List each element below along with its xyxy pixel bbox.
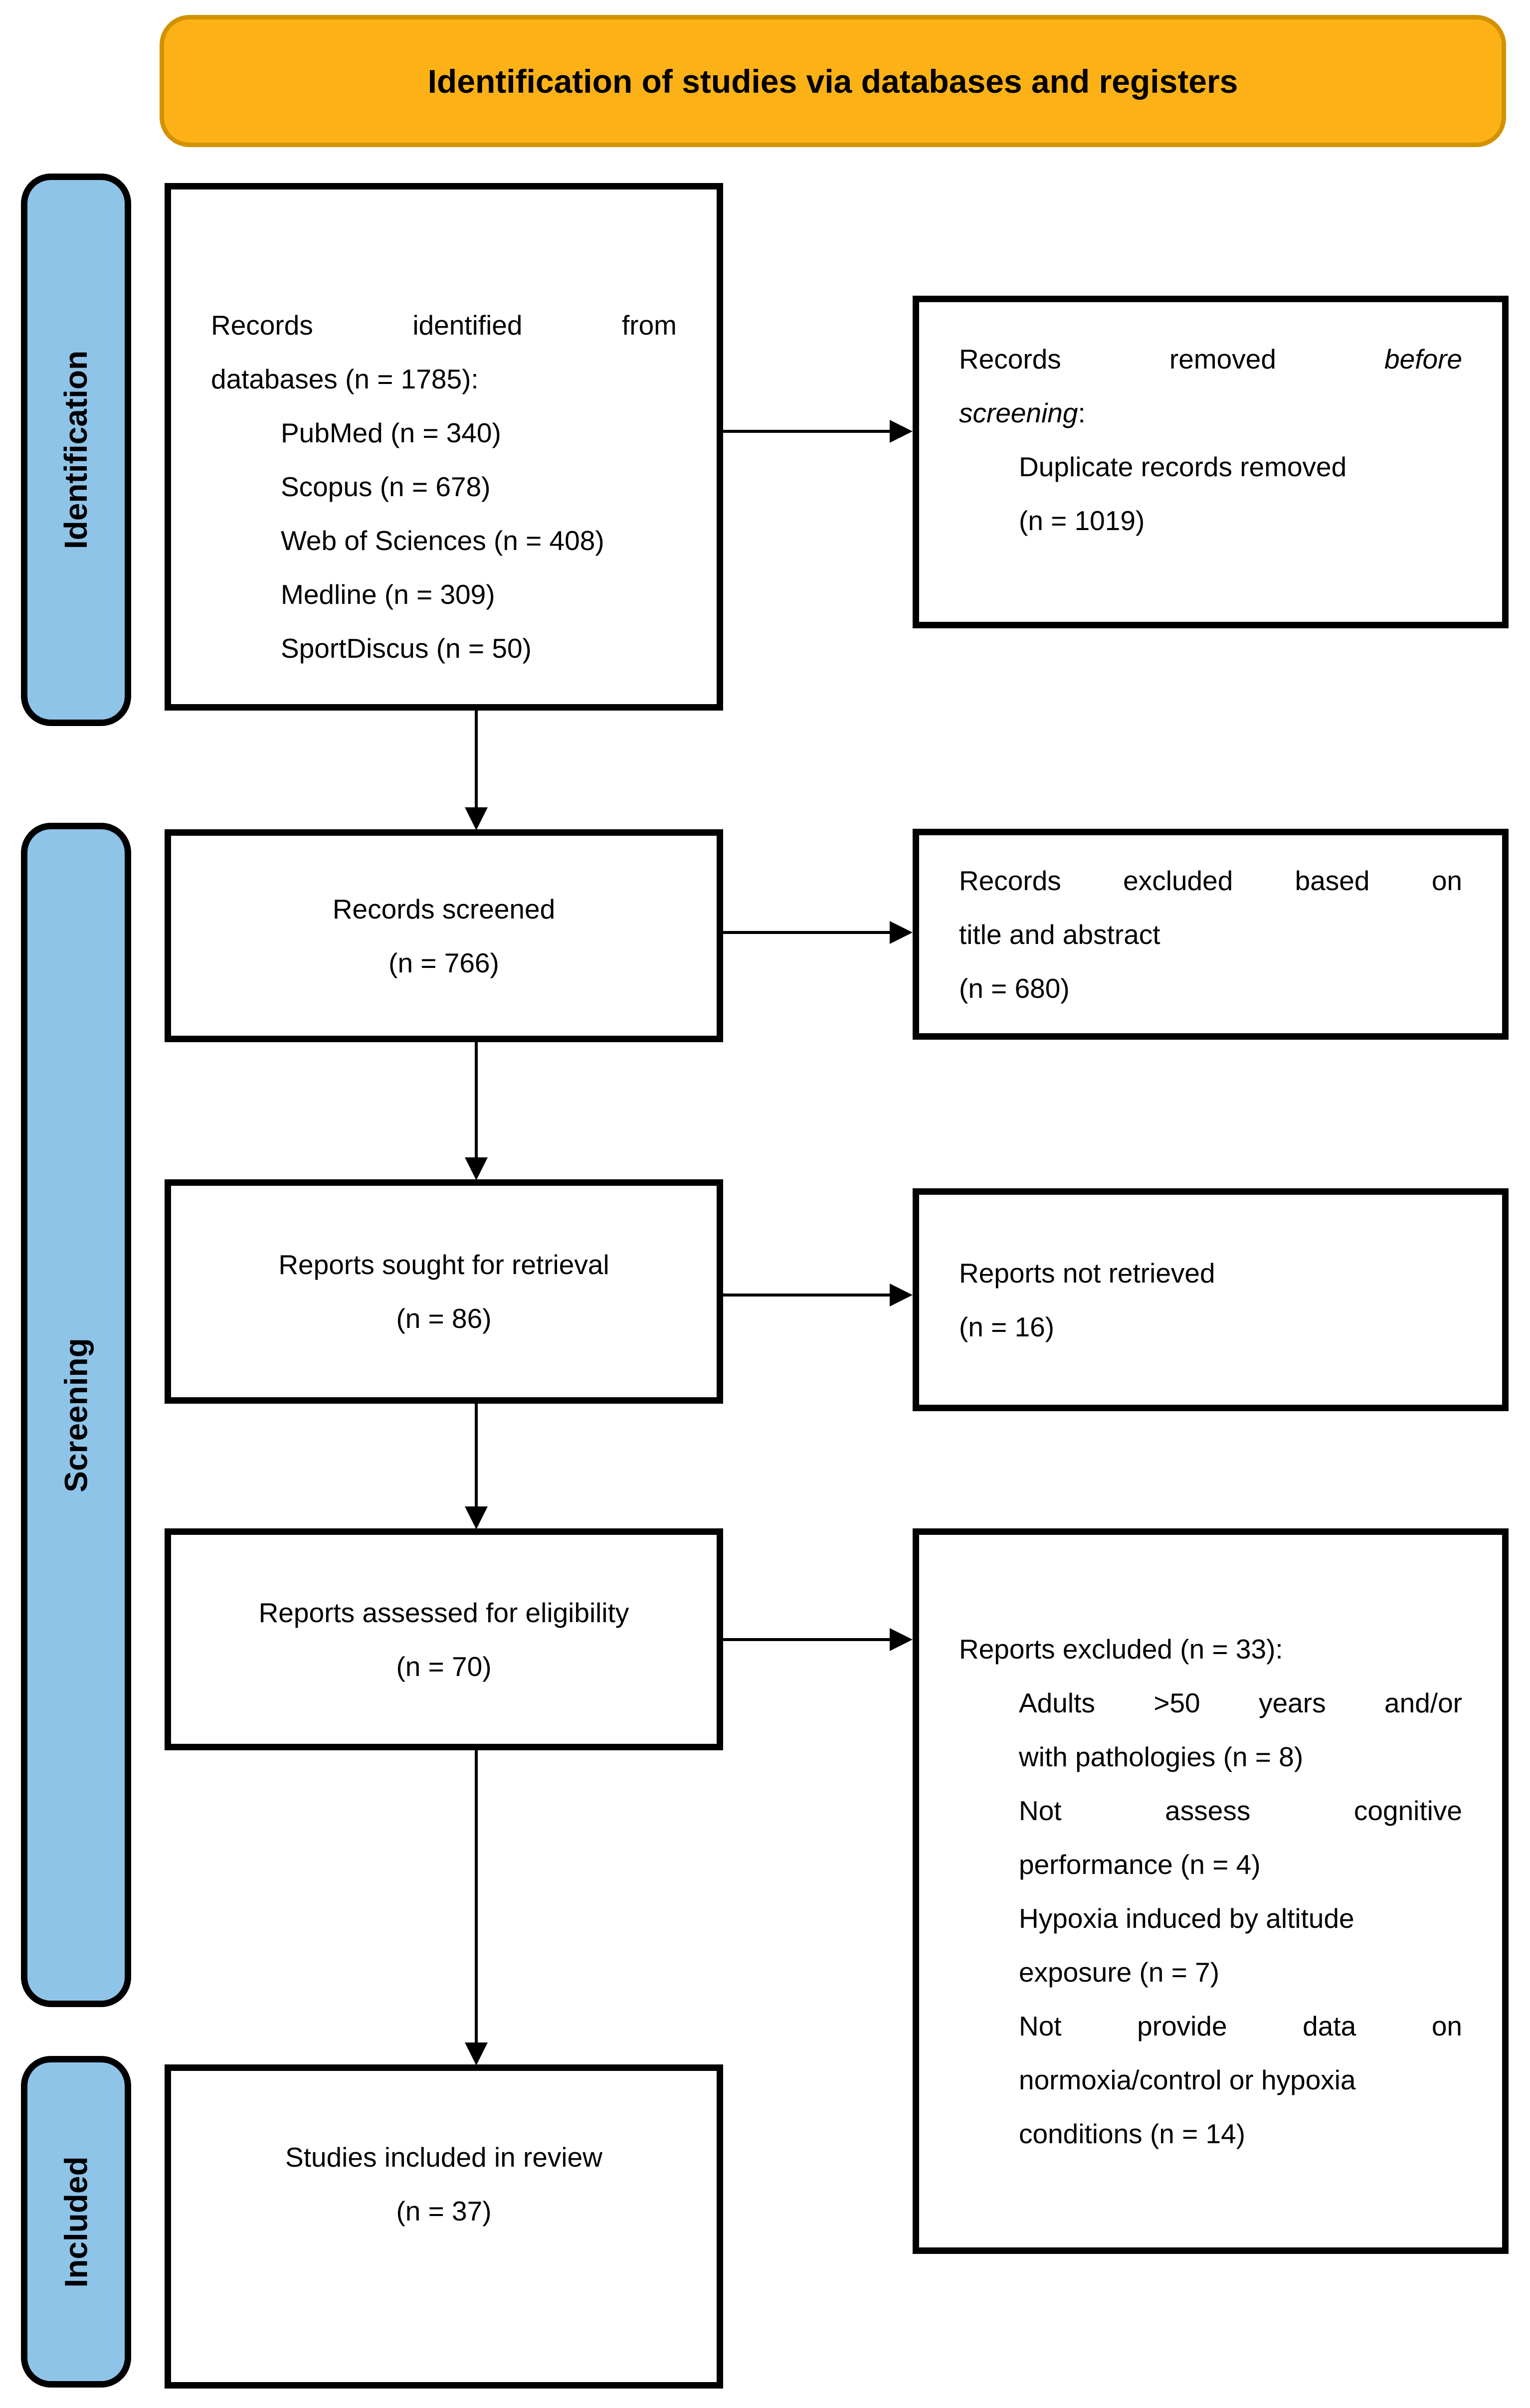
stage-label-included: Included	[21, 2056, 131, 2388]
box-count: (n = 1019)	[1019, 505, 1145, 536]
box-line: Records screened	[332, 893, 556, 925]
arrowhead-down-icon	[465, 2042, 488, 2065]
arrowhead-down-icon	[465, 1157, 488, 1180]
exclusion-reason: normoxia/control or hypoxia	[1019, 2064, 1356, 2095]
arrowhead-down-icon	[465, 807, 488, 830]
box-count: (n = 86)	[396, 1303, 492, 1334]
box-count: (n = 766)	[388, 947, 499, 978]
box-studies-included: Studies included in review (n = 37)	[165, 2064, 723, 2389]
exclusion-reason: with pathologies (n = 8)	[1019, 1741, 1304, 1772]
box-line: screening:	[959, 386, 1462, 440]
database-item-scopus: Scopus (n = 678)	[281, 471, 491, 502]
exclusion-reason: exposure (n = 7)	[1019, 1956, 1220, 1988]
box-count: (n = 70)	[396, 1651, 492, 1682]
box-reports-excluded-eligibility: Reports excluded (n = 33): Adults >50 ye…	[913, 1528, 1509, 2254]
box-records-screened: Records screened (n = 766)	[165, 829, 723, 1042]
connector-identified-to-removed	[723, 430, 891, 433]
box-line: Reports sought for retrieval	[278, 1249, 609, 1280]
exclusion-reason: Hypoxia induced by altitude	[1019, 1902, 1354, 1934]
box-line-italic: before	[1384, 343, 1462, 374]
connector-sought-to-not-retrieved	[723, 1294, 891, 1297]
box-line-text: Records removed	[959, 343, 1276, 374]
box-line: Reports excluded (n = 33):	[959, 1633, 1283, 1665]
exclusion-reason: performance (n = 4)	[1019, 1849, 1261, 1880]
box-line-italic: screening	[959, 397, 1078, 428]
connector-screened-to-excluded	[723, 931, 891, 934]
stage-label-screening: Screening	[21, 823, 131, 2007]
box-records-excluded: Records excluded based on title and abst…	[913, 829, 1509, 1040]
stage-label-identification-text: Identification	[58, 350, 94, 550]
box-records-identified: Records identified from databases (n = 1…	[165, 183, 723, 711]
box-line: Reports assessed for eligibility	[258, 1597, 629, 1628]
box-line: Records excluded based on	[959, 865, 1462, 896]
box-count: (n = 37)	[396, 2196, 492, 2226]
connector-identified-to-screened	[475, 711, 478, 809]
box-line: Studies included in review	[285, 2142, 602, 2173]
box-line: databases (n = 1785):	[211, 364, 479, 394]
database-item-medline: Medline (n = 309)	[281, 579, 495, 610]
box-line-text: :	[1078, 397, 1086, 428]
arrowhead-down-icon	[465, 1506, 488, 1529]
connector-screened-to-sought	[475, 1042, 478, 1159]
box-records-removed: Records removed before screening: Duplic…	[913, 296, 1509, 628]
connector-assessed-to-included	[475, 1750, 478, 2044]
database-item-sportdiscus: SportDiscus (n = 50)	[281, 633, 532, 664]
box-line: Records removed before	[959, 332, 1462, 386]
exclusion-reason: conditions (n = 14)	[1019, 2118, 1246, 2149]
exclusion-reason: Adults >50 years and/or	[1019, 1687, 1462, 1718]
banner: Identification of studies via databases …	[160, 15, 1506, 147]
banner-title: Identification of studies via databases …	[427, 62, 1238, 100]
box-count: (n = 680)	[959, 972, 1070, 1004]
box-line: title and abstract	[959, 919, 1160, 950]
arrowhead-right-icon	[890, 1284, 913, 1306]
box-line: Duplicate records removed	[1019, 451, 1347, 482]
exclusion-reason: Not assess cognitive	[1019, 1795, 1462, 1826]
box-reports-assessed: Reports assessed for eligibility (n = 70…	[165, 1528, 723, 1750]
connector-assessed-to-excluded-eligibility	[723, 1638, 891, 1641]
box-reports-sought: Reports sought for retrieval (n = 86)	[165, 1179, 723, 1404]
arrowhead-right-icon	[890, 921, 913, 944]
exclusion-reason: Not provide data on	[1019, 2010, 1462, 2041]
stage-label-included-text: Included	[58, 2156, 94, 2288]
connector-sought-to-assessed	[475, 1404, 478, 1508]
box-line: Reports not retrieved	[959, 1257, 1215, 1289]
box-line: Records identified from	[211, 310, 677, 341]
box-reports-not-retrieved: Reports not retrieved (n = 16)	[913, 1188, 1509, 1411]
stage-label-screening-text: Screening	[58, 1337, 94, 1492]
database-item-web-of-sciences: Web of Sciences (n = 408)	[281, 525, 604, 556]
arrowhead-right-icon	[890, 1628, 913, 1651]
stage-label-identification: Identification	[21, 174, 131, 726]
arrowhead-right-icon	[890, 420, 913, 443]
box-count: (n = 16)	[959, 1311, 1055, 1342]
database-item-pubmed: PubMed (n = 340)	[281, 417, 501, 448]
